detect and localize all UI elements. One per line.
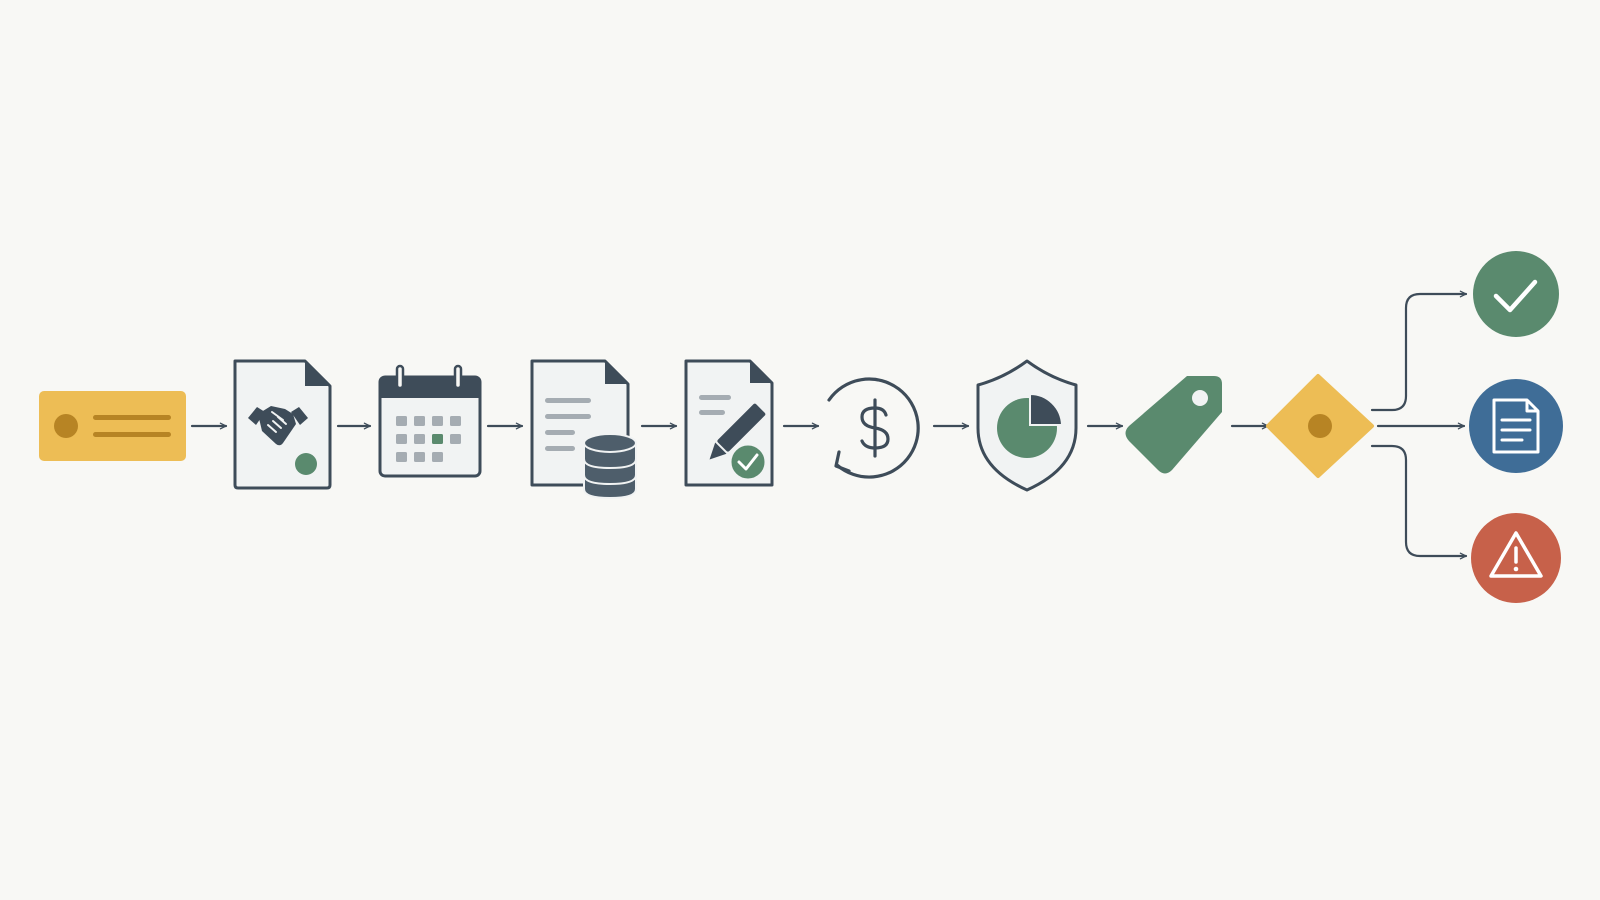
- sign-node[interactable]: [684, 359, 774, 487]
- document-edit-check-icon: [684, 359, 774, 487]
- document-circle-icon: [1469, 379, 1563, 473]
- payment-node[interactable]: [827, 377, 920, 479]
- pricing-node[interactable]: [1125, 376, 1223, 474]
- protection-node[interactable]: [976, 359, 1078, 492]
- records-node[interactable]: [530, 359, 637, 500]
- calendar-icon: [378, 364, 482, 478]
- connectors: [190, 290, 1468, 560]
- document-database-icon: [530, 359, 637, 500]
- price-tag-icon: [1125, 376, 1222, 474]
- branch-arrow-approved: [1370, 290, 1468, 412]
- warning-circle-icon: [1471, 513, 1561, 603]
- checkmark-circle-icon: [1473, 251, 1559, 337]
- schedule-node[interactable]: [378, 364, 482, 478]
- decision-node[interactable]: [1266, 374, 1374, 478]
- outcome-review[interactable]: [1469, 379, 1563, 473]
- dollar-cycle-icon: [827, 377, 920, 479]
- outcome-approved[interactable]: [1473, 251, 1559, 337]
- decision-diamond-icon: [1266, 374, 1374, 478]
- shield-pie-chart-icon: [976, 359, 1078, 492]
- branch-arrow-warning: [1370, 444, 1468, 560]
- start-node[interactable]: [39, 391, 186, 461]
- handshake-document-icon: [233, 359, 332, 490]
- start-pill-icon: [39, 391, 186, 461]
- agreement-node[interactable]: [233, 359, 332, 490]
- outcome-warning[interactable]: [1471, 513, 1561, 603]
